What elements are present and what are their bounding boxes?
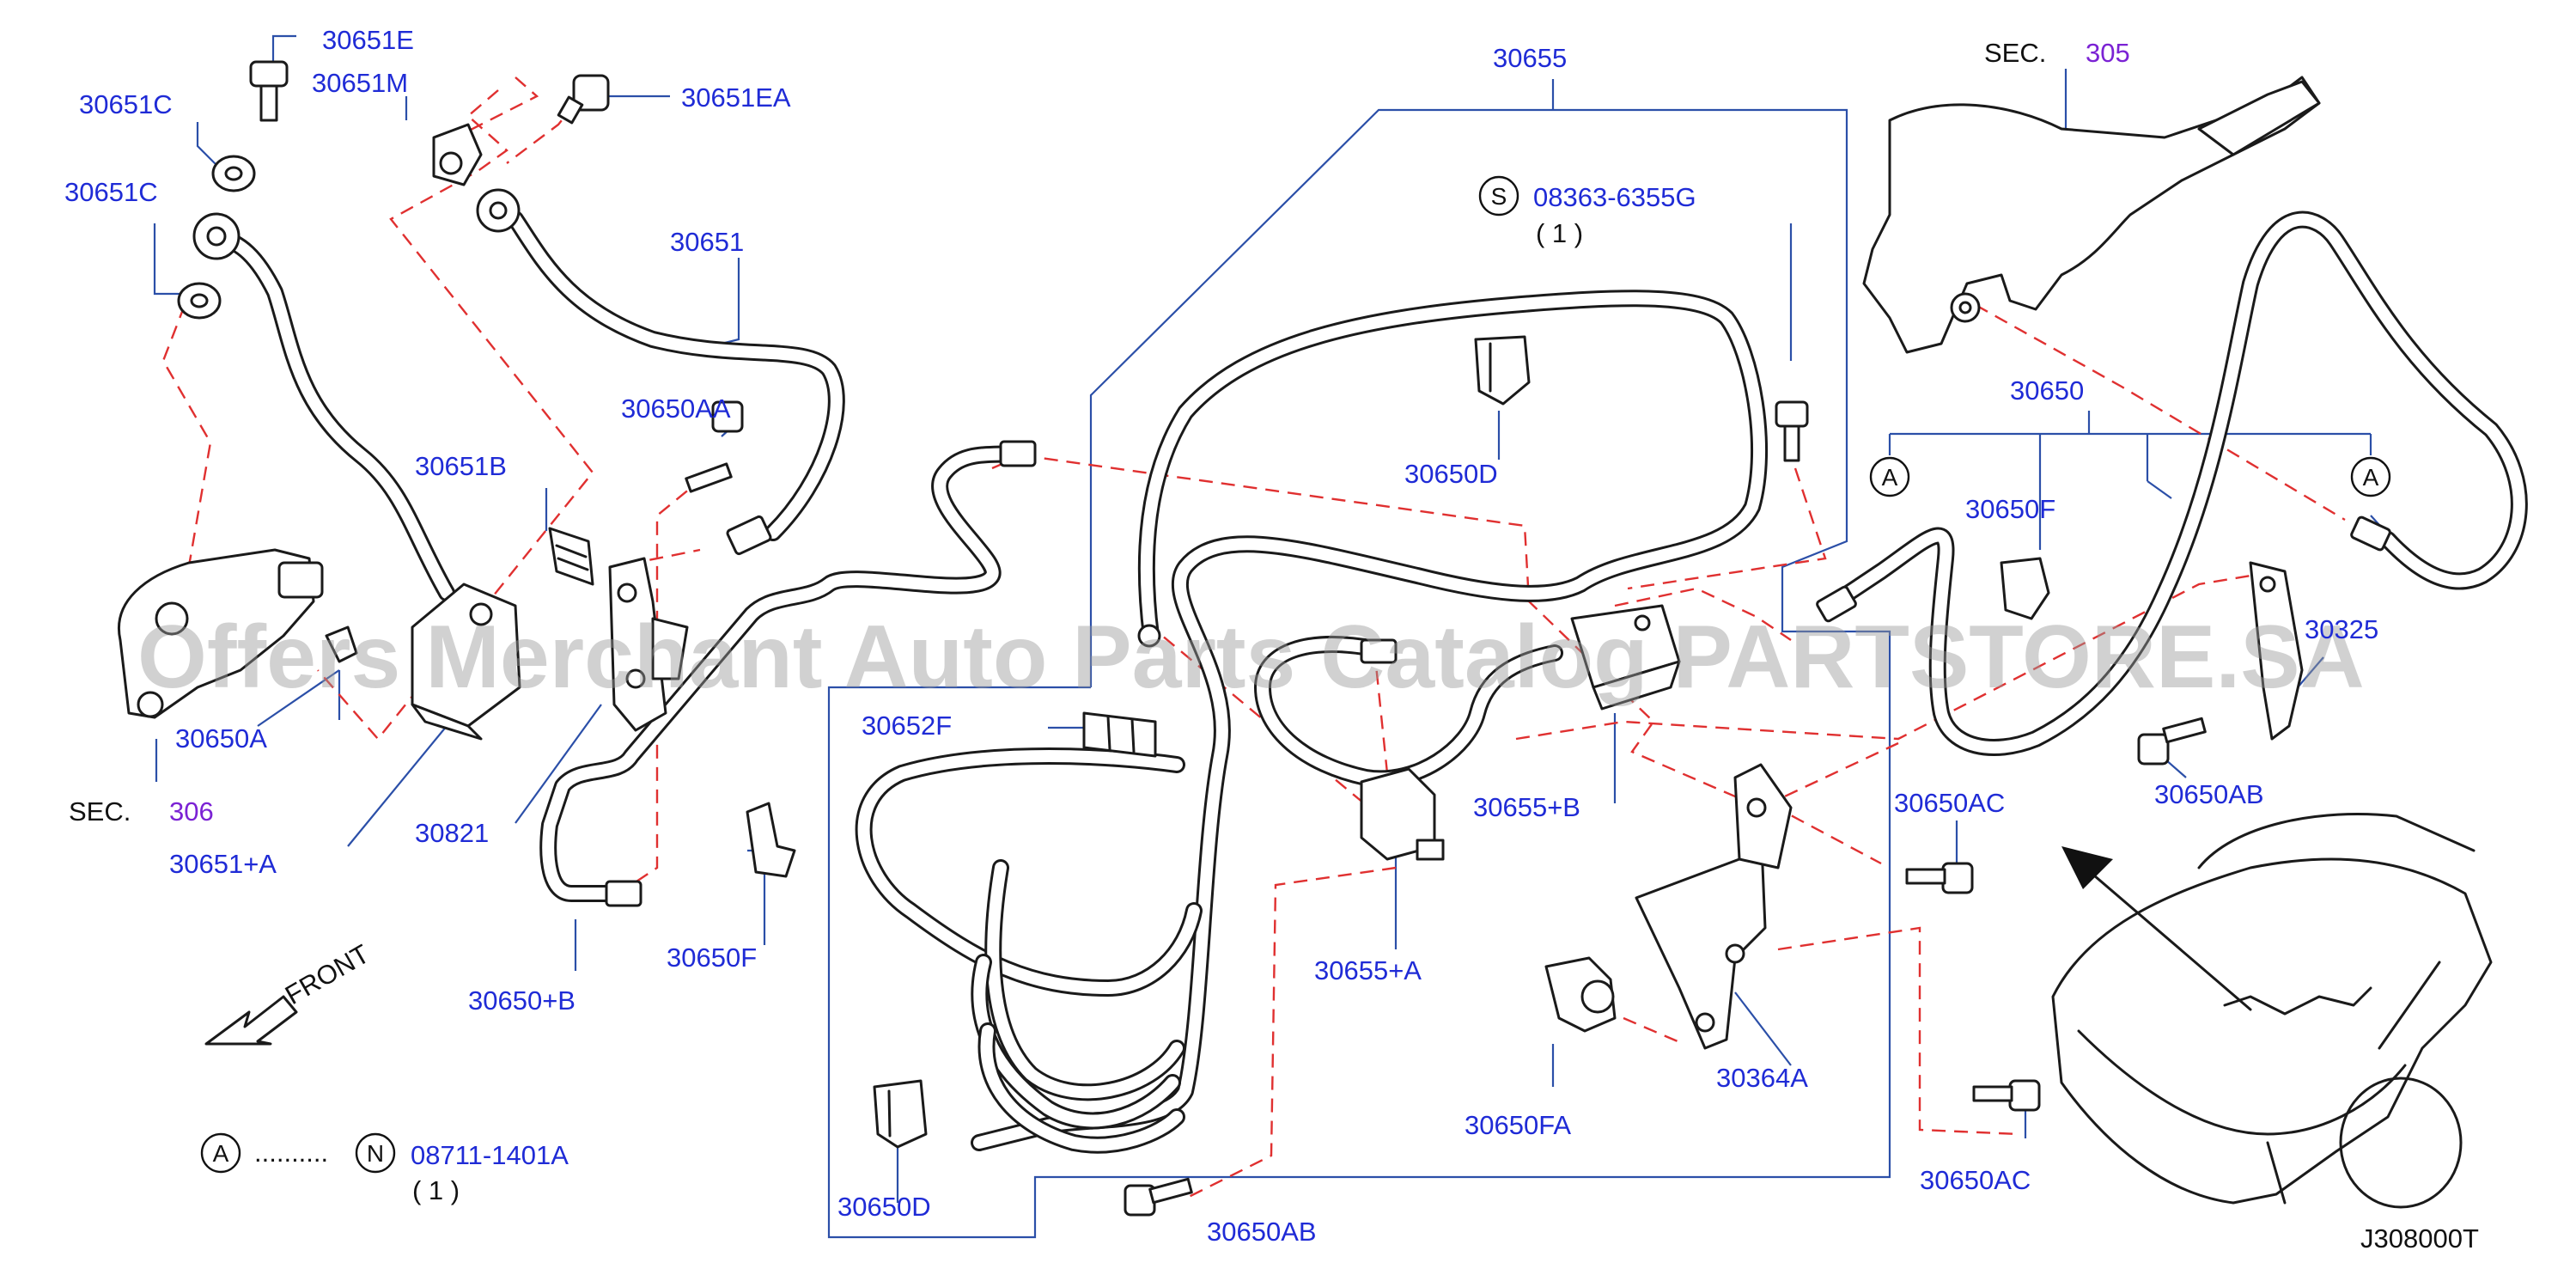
bolt-30650AB-right (2137, 717, 2207, 766)
label-30650AC-lower[interactable]: 30650AC (1920, 1165, 2031, 1195)
banjo-30651M (432, 123, 483, 186)
clip-30650D-bottom (873, 1079, 928, 1149)
tube-30655-large (971, 290, 1768, 1151)
tube-30655-inner (1254, 636, 1563, 788)
label-30651C-upper[interactable]: 30651C (79, 89, 173, 119)
bolt-30650AB-bottom (1124, 1177, 1193, 1217)
grommet-30651B (548, 527, 594, 586)
tube-30650 (1821, 210, 2528, 756)
label-30650[interactable]: 30650 (2010, 375, 2084, 406)
clip-30650D-top (1474, 335, 1531, 406)
group-outline-30650 (1888, 411, 2372, 550)
block-30655A (1360, 767, 1445, 861)
label-30650AB-right[interactable]: 30650AB (2154, 779, 2264, 809)
bracket-30821 (608, 557, 689, 732)
svg-text:A: A (1882, 464, 1898, 491)
bolt-30651EA (557, 74, 610, 125)
master-damper-30651A (411, 583, 521, 741)
label-sec-306-number[interactable]: 306 (169, 796, 214, 827)
label-08711-qty: ( 1 ) (412, 1175, 460, 1205)
flare-nut-30650B (605, 440, 1037, 907)
clip-30650F-left (746, 802, 796, 878)
tube-30651 (507, 210, 845, 541)
block-30655B (1570, 604, 1681, 711)
washer-30651C (177, 155, 256, 320)
label-30651A[interactable]: 30651+A (169, 849, 277, 879)
label-sec-306: SEC. (69, 796, 131, 827)
label-sec-305-number[interactable]: 305 (2086, 38, 2130, 68)
tube-30655-loop (855, 747, 1203, 1154)
label-30650B[interactable]: 30650+B (468, 985, 575, 1016)
label-30651C-lower[interactable]: 30651C (64, 177, 158, 207)
bolt-30655-top (1775, 400, 1809, 462)
label-30650A[interactable]: 30650A (175, 723, 267, 753)
label-08711-1401A[interactable]: 08711-1401A (411, 1140, 569, 1170)
clip-30652F (1082, 711, 1157, 758)
label-30325[interactable]: 30325 (2305, 614, 2378, 644)
svg-text:A: A (213, 1140, 229, 1167)
tube-30651A (206, 228, 455, 601)
label-30650AB-bottom[interactable]: 30650AB (1207, 1217, 1317, 1247)
clip-30650A (325, 625, 358, 663)
label-sec-305: SEC. (1984, 38, 2046, 68)
diagram-code: J308000T (2360, 1223, 2479, 1254)
label-30650F-right[interactable]: 30650F (1965, 494, 2055, 524)
bolt-30650AC-upper (1905, 862, 1974, 894)
marker-n-legend: N (355, 1132, 396, 1174)
front-arrow (204, 995, 298, 1046)
label-30651B[interactable]: 30651B (415, 451, 507, 481)
label-30364A[interactable]: 30364A (1716, 1063, 1808, 1093)
label-30655[interactable]: 30655 (1493, 43, 1567, 73)
label-30650D-top[interactable]: 30650D (1404, 459, 1498, 489)
marker-a-left: A (1869, 456, 1910, 497)
tube-30650B (539, 445, 1022, 902)
vehicle-locator-sketch (2051, 813, 2493, 1209)
label-30650D-bottom[interactable]: 30650D (837, 1192, 931, 1222)
legend-dots: .......... (254, 1138, 328, 1168)
bolt-30650AA (685, 400, 744, 493)
flare-nut-30650 (1816, 515, 2391, 623)
label-front: FRONT (280, 938, 375, 1010)
part-labels: 30651E 30651M 30651EA 30651C 30651C 3065… (64, 25, 2479, 1254)
flare-nut-30655 (1137, 624, 1398, 664)
label-30650FA[interactable]: 30650FA (1465, 1110, 1571, 1140)
marker-a-right: A (2350, 456, 2391, 497)
label-30651[interactable]: 30651 (670, 227, 744, 257)
svg-text:N: N (367, 1140, 384, 1167)
bolt-30650AC-lower (1972, 1079, 2041, 1112)
label-30650F-left[interactable]: 30650F (667, 943, 757, 973)
banjo-end-30651A (192, 212, 241, 260)
label-30650AC-upper[interactable]: 30650AC (1894, 788, 2005, 818)
watermark: Offers Merchant Auto Parts Catalog PARTS… (137, 607, 2365, 707)
dashed-relation-lines (161, 76, 2346, 1200)
svg-text:A: A (2363, 464, 2379, 491)
flare-nut-30651 (726, 515, 772, 556)
clip-30650F-right (2000, 557, 2050, 620)
clip-30650FA (1544, 956, 1617, 1033)
label-30651EA[interactable]: 30651EA (681, 82, 791, 113)
group-outline-30655 (827, 79, 1891, 1239)
label-30651M[interactable]: 30651M (312, 68, 408, 98)
marker-a-legend: A (200, 1132, 241, 1174)
label-30650AA[interactable]: 30650AA (621, 393, 731, 424)
clutch-master-cylinder (1862, 76, 2321, 354)
svg-text:S: S (1491, 183, 1507, 210)
label-30652F[interactable]: 30652F (862, 711, 952, 741)
label-08363-qty: ( 1 ) (1536, 218, 1583, 248)
marker-s: S (1478, 175, 1519, 217)
bracket-30325 (2249, 561, 2304, 741)
label-30651E[interactable]: 30651E (322, 25, 414, 55)
label-30821[interactable]: 30821 (415, 818, 489, 848)
label-30655A[interactable]: 30655+A (1314, 955, 1422, 985)
banjo-end-30651 (476, 188, 521, 233)
label-08363-6355G[interactable]: 08363-6355G (1533, 182, 1696, 212)
bolt-30651E (249, 60, 289, 122)
clutch-operating-cylinder (118, 548, 324, 719)
label-30655B[interactable]: 30655+B (1473, 792, 1580, 822)
bracket-30364A (1635, 763, 1793, 1050)
